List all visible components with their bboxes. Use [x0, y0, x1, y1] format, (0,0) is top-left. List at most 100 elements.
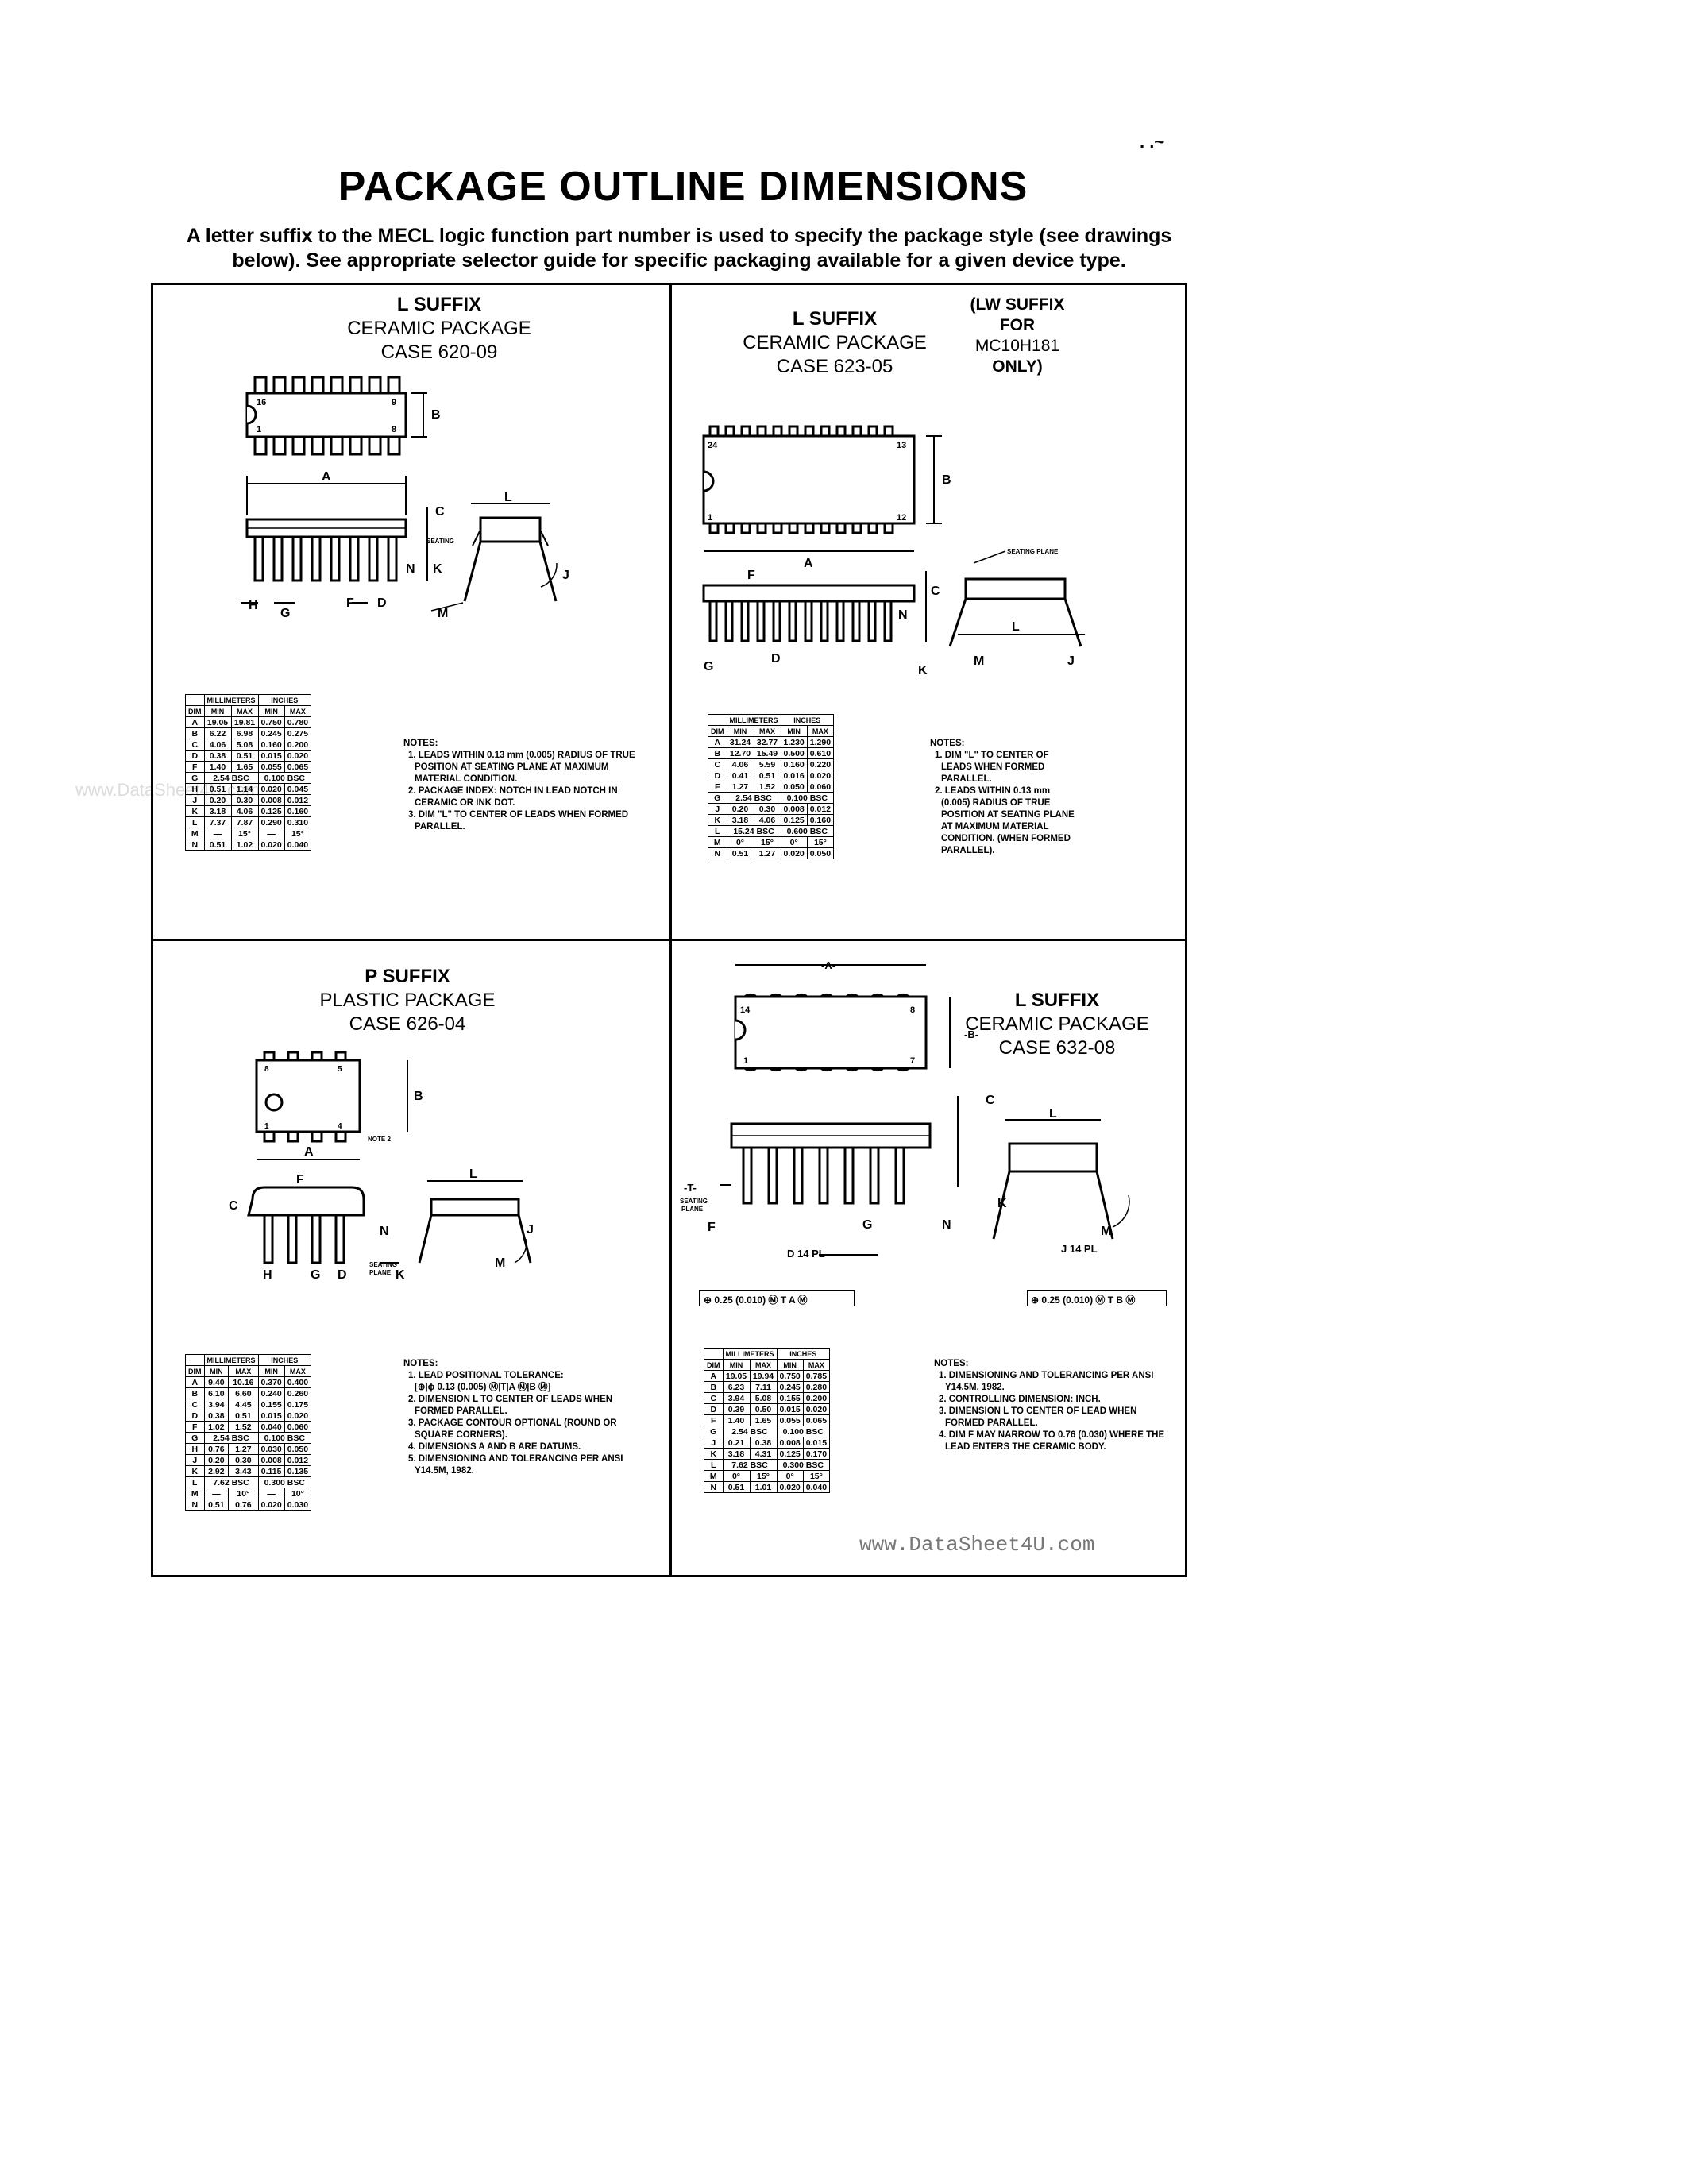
table-cell: 0.020: [802, 1403, 831, 1415]
note-line: NOTES:: [934, 1359, 969, 1368]
table-cell: 1.65: [749, 1414, 778, 1426]
note-line: [⊕|ϕ 0.13 (0.005) Ⓜ|T|A Ⓜ|B Ⓜ]: [415, 1383, 551, 1392]
table-cell: 5.08: [749, 1392, 778, 1404]
table-cell: 15°: [749, 1470, 778, 1482]
table-header: DIM: [708, 725, 727, 737]
case-label: CASE 623-05: [776, 356, 893, 377]
pin-label: 8: [264, 1065, 269, 1074]
table-cell: 0.055: [257, 761, 285, 773]
pin-label: 1: [257, 425, 261, 434]
table-group-header: INCHES: [780, 714, 835, 726]
dim-letter: L: [504, 491, 512, 504]
table-cell: 0.50: [749, 1403, 778, 1415]
table-cell: 6.10: [203, 1387, 230, 1399]
pin-label: 4: [338, 1122, 342, 1131]
dim-letter: M: [974, 654, 984, 668]
table-cell: 1.40: [722, 1414, 751, 1426]
pin-label: 12: [897, 513, 906, 523]
table-cell: 1.27: [228, 1443, 259, 1455]
table-cell: 0.100 BSC: [257, 1432, 312, 1444]
table-cell: 0.51: [726, 847, 754, 859]
note-line: Y14.5M, 1982.: [945, 1383, 1005, 1392]
suffix-label: P SUFFIX: [365, 966, 450, 987]
table-cell: 7.87: [230, 816, 259, 828]
table-cell: 0.220: [806, 758, 835, 770]
dim-letter: B: [414, 1090, 423, 1103]
table-cell: L: [708, 825, 727, 837]
table-cell: K: [708, 814, 727, 826]
table-cell: 0.020: [257, 783, 285, 795]
table-cell: L: [185, 1476, 205, 1488]
table-cell: 15°: [753, 836, 781, 848]
panel-header: L SUFFIX CERAMIC PACKAGE CASE 620-09: [320, 293, 558, 365]
dim-letter: M: [495, 1256, 505, 1270]
table-cell: 0.175: [284, 1399, 312, 1410]
table-cell: 6.22: [203, 727, 232, 739]
table-cell: 7.37: [203, 816, 232, 828]
table-cell: A: [185, 1376, 205, 1388]
notes-block: NOTES: 1. LEADS WITHIN 0.13 mm (0.005) RA…: [403, 738, 635, 833]
note-line: NOTES:: [403, 739, 438, 748]
table-cell: 1.65: [230, 761, 259, 773]
note-line: PARALLEL.: [941, 774, 992, 784]
table-cell: 0.780: [284, 716, 312, 728]
dim-letter: L: [469, 1167, 477, 1181]
note-line: PARALLEL.: [415, 822, 465, 832]
table-cell: 4.45: [228, 1399, 259, 1410]
package-drawing: 16 9 1 8 SEATING B A C N K L J M H G F D: [241, 376, 569, 620]
table-cell: 1.52: [228, 1421, 259, 1433]
table-header: MIN: [203, 1365, 230, 1377]
table-cell: D: [708, 770, 727, 781]
table-cell: 32.77: [753, 736, 781, 748]
table-header: MIN: [203, 705, 232, 717]
table-cell: 0.30: [230, 794, 259, 806]
table-cell: J: [185, 1454, 205, 1466]
note-line: 3. PACKAGE CONTOUR OPTIONAL (ROUND OR: [408, 1418, 617, 1428]
table-cell: 0.055: [776, 1414, 804, 1426]
dim-letter: D: [338, 1268, 347, 1282]
pin-label: 5: [338, 1065, 342, 1074]
note-line: POSITION AT SEATING PLANE: [941, 810, 1075, 820]
table-cell: 0°: [776, 1470, 804, 1482]
table-cell: 19.94: [749, 1370, 778, 1382]
table-row: M—15°—15°: [185, 828, 312, 839]
table-cell: —: [257, 828, 285, 839]
table-cell: 15°: [802, 1470, 831, 1482]
lw-line: (LW SUFFIX: [970, 295, 1065, 314]
table-cell: 0.400: [284, 1376, 312, 1388]
notes-block: NOTES:1. DIM "L" TO CENTER OF LEADS WHEN…: [930, 738, 1075, 857]
table-cell: 1.27: [753, 847, 781, 859]
panel-header: L SUFFIX CERAMIC PACKAGE CASE 623-05: [716, 307, 954, 379]
dim-letter: C: [986, 1094, 995, 1107]
table-cell: 0.008: [257, 794, 285, 806]
table-cell: 0.040: [284, 839, 312, 851]
table-cell: 0.38: [749, 1437, 778, 1449]
note-line: 1. LEADS WITHIN 0.13 mm (0.005) RADIUS O…: [408, 751, 635, 760]
table-cell: 0.020: [780, 847, 808, 859]
dim-letter: N: [406, 562, 415, 576]
datum-t: -T-: [684, 1182, 697, 1194]
dim-letter: B: [431, 408, 441, 422]
table-cell: 0.030: [284, 1499, 312, 1511]
table-cell: 0.155: [257, 1399, 285, 1410]
table-cell: —: [203, 1488, 230, 1499]
table-header: MIN: [780, 725, 808, 737]
table-cell: 0.060: [806, 781, 835, 793]
table-cell: K: [185, 1465, 205, 1477]
table-cell: N: [185, 839, 205, 851]
table-cell: D: [704, 1403, 724, 1415]
datum-a: -A-: [821, 959, 835, 971]
dim-letter: N: [942, 1218, 951, 1232]
dim-letter: F: [747, 569, 755, 582]
